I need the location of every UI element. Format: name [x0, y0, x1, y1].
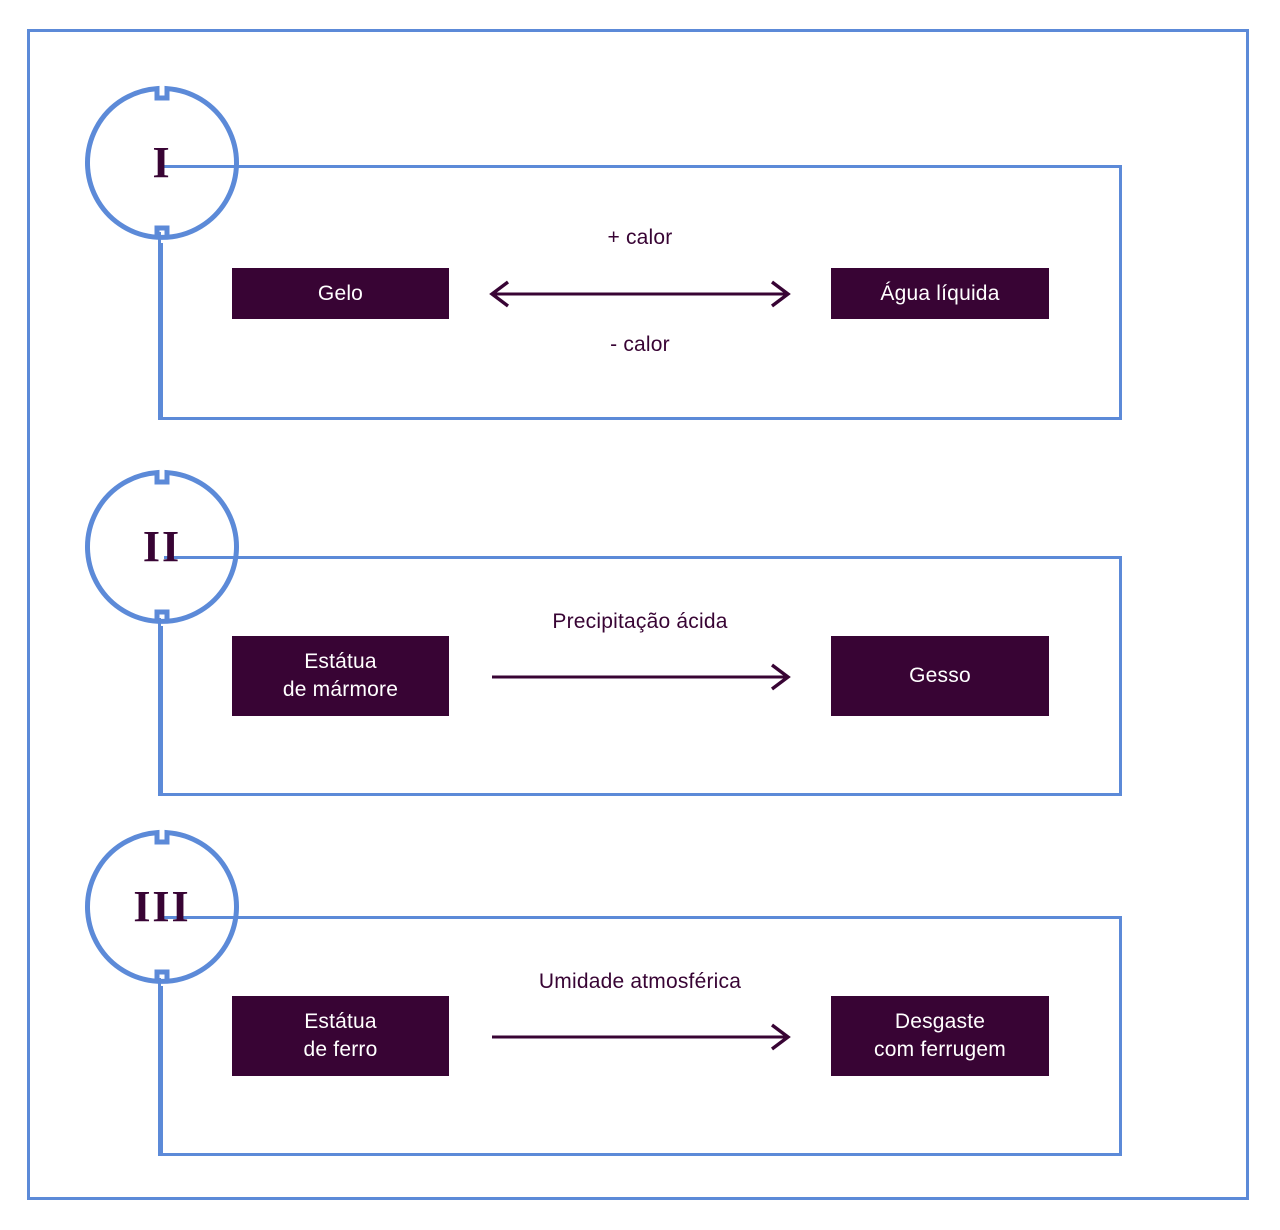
section-i-right-box-line-1: Água líquida: [880, 281, 1000, 305]
section-ii-single-arrow: [492, 663, 791, 691]
section-i-numeral: I: [152, 138, 172, 187]
section-iii-badge: III: [85, 829, 239, 984]
section-iii-right-box-line-2: com ferrugem: [874, 1038, 1006, 1061]
section-i-caption-above: + calor: [607, 226, 673, 249]
section-ii-stem: [158, 618, 161, 796]
section-ii-panel: [160, 556, 1122, 796]
section-ii-left-box-line-1: Estátua: [304, 650, 377, 674]
section-iii-panel-left-mask: [158, 914, 164, 986]
section-iii-left-box-line-2: de ferro: [303, 1038, 378, 1061]
section-ii-right-box-line-1: Gesso: [909, 664, 971, 688]
section-ii-left-box: Estátua de mármore: [232, 636, 449, 716]
section-i-panel: [160, 165, 1122, 420]
section-ii-right-box: Gesso: [831, 636, 1049, 716]
section-i-caption-below: - calor: [610, 333, 670, 356]
section-ii-left-box-line-2: de mármore: [282, 678, 399, 701]
outer-frame: [27, 29, 1249, 1200]
section-i-stem: [158, 232, 161, 420]
section-i-badge: I: [85, 85, 239, 240]
section-iii-numeral: III: [133, 882, 191, 931]
section-iii-panel: [160, 916, 1122, 1156]
section-iii-single-arrow: [492, 1023, 791, 1051]
section-ii-badge: II: [85, 469, 239, 624]
section-ii-panel-left-mask: [158, 554, 164, 626]
section-iii-stem: [158, 978, 161, 1156]
section-iii-left-box-line-1: Estátua: [304, 1010, 377, 1034]
section-ii-numeral: II: [142, 522, 182, 571]
section-i-right-box: Água líquida: [831, 268, 1049, 319]
section-i-left-box-line-1: Gelo: [317, 281, 364, 305]
section-iii-left-box: Estátua de ferro: [232, 996, 449, 1076]
section-i-left-box: Gelo: [232, 268, 449, 319]
section-iii-caption-above: Umidade atmosférica: [538, 970, 742, 993]
section-iii-right-box: Desgaste com ferrugem: [831, 996, 1049, 1076]
section-iii-right-box-line-1: Desgaste: [894, 1010, 986, 1034]
section-ii-caption-above: Precipitação ácida: [552, 610, 728, 633]
section-i-double-arrow: [489, 280, 791, 308]
section-i-panel-left-mask: [158, 163, 164, 243]
